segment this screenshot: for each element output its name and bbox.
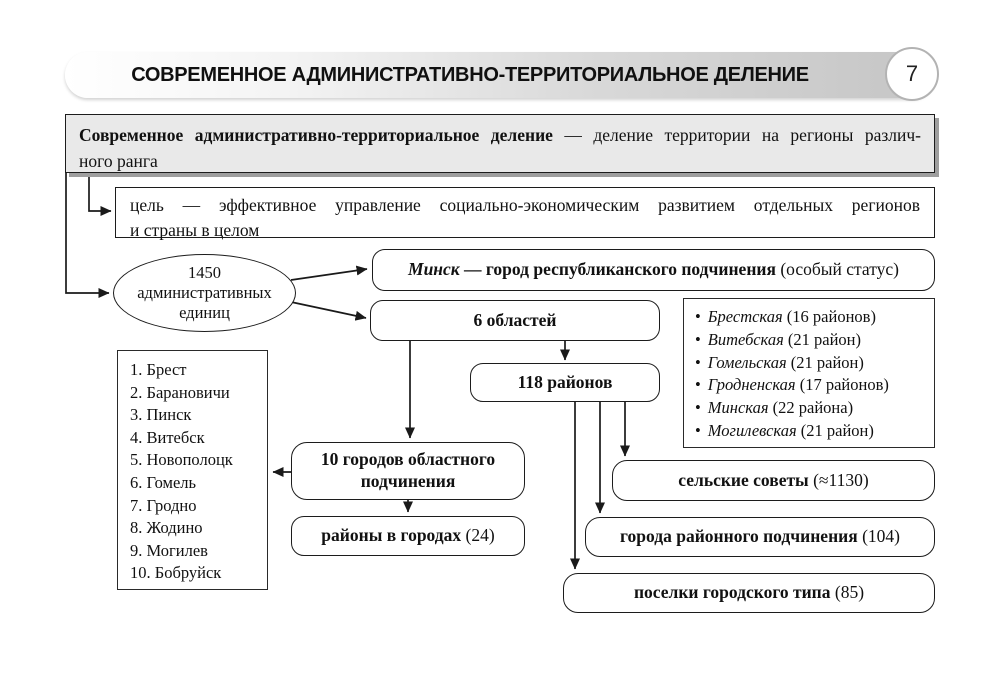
city-list-item: 2. Барановичи <box>130 382 230 402</box>
definition-line2: ного ранга <box>79 151 158 172</box>
settlements-label: поселки городского типа (85) <box>634 582 864 604</box>
oblast-name: Минская <box>707 398 769 418</box>
raions-box: 118 районов <box>470 363 660 402</box>
settlements-count: (85) <box>830 582 865 603</box>
units-word2: единиц <box>179 303 230 323</box>
oblast-list-item: Гомельская (21 район) <box>692 352 930 375</box>
minsk-bold-text: — город республиканского подчинения <box>459 259 781 280</box>
raions-label: 118 районов <box>517 371 613 392</box>
oblast-cities-label: 10 городов областного подчинения <box>320 449 496 491</box>
oblast-raion-count: (17 районов) <box>799 375 889 395</box>
connector-units-to-minsk <box>290 265 368 281</box>
connector-definition-to-units <box>65 173 110 298</box>
city-list-item: 4. Витебск <box>130 427 205 447</box>
oblasts-box: 6 областей <box>370 300 660 341</box>
oblast-list-item: Минская (22 района) <box>692 397 930 420</box>
oblast-list-item: Могилевская (21 район) <box>692 420 930 443</box>
city-list: 1. Брест 2. Барановичи 3. Пинск 4. Витеб… <box>117 350 268 590</box>
selsovets-count: (≈1130) <box>808 469 869 490</box>
raion-cities-box: города районного подчинения (104) <box>585 517 935 557</box>
oblast-cities-box: 10 городов областного подчинения <box>291 442 525 500</box>
city-list-item: 3. Пинск <box>130 405 192 425</box>
oblast-list-item: Брестская (16 районов) <box>692 306 930 329</box>
city-list-item: 6. Гомель <box>130 472 197 492</box>
definition-rest: — деление территории на регионы различ- <box>552 125 921 145</box>
definition-box: Современное административно-территориаль… <box>65 114 935 173</box>
city-raions-box: районы в городах (24) <box>291 516 525 556</box>
raion-cities-text: города районного подчинения <box>620 526 858 547</box>
oblast-raion-count: (21 район) <box>787 329 861 349</box>
city-list-item: 1. Брест <box>130 360 187 379</box>
connector-units-to-oblasts <box>290 301 367 321</box>
oblast-raion-count: (16 районов) <box>786 307 876 326</box>
raion-cities-count: (104) <box>857 526 900 547</box>
units-count: 1450 <box>188 262 221 282</box>
oblast-list-item: Витебская (21 район) <box>692 329 930 352</box>
selsovets-box: сельские советы (≈1130) <box>612 460 935 501</box>
definition-line1: Современное административно-территориаль… <box>79 122 921 148</box>
city-raions-text: районы в городах <box>321 525 462 546</box>
city-raions-label: районы в городах (24) <box>321 525 494 547</box>
settlements-text: поселки городского типа <box>633 582 831 603</box>
minsk-box: Минск — город республиканского подчинени… <box>372 249 935 291</box>
city-list-item: 10. Бобруйск <box>130 563 222 583</box>
city-list-item: 8. Жодино <box>130 518 203 538</box>
city-list-item: 9. Могилев <box>130 540 208 560</box>
page-number: 7 <box>905 61 919 86</box>
page-number-badge: 7 <box>885 47 939 101</box>
oblast-name: Гомельская <box>707 352 787 372</box>
minsk-note: (особый статус) <box>780 259 899 280</box>
oblast-raion-count: (21 район) <box>800 420 874 440</box>
settlements-box: поселки городского типа (85) <box>563 573 935 613</box>
units-word1: административных <box>137 282 272 302</box>
header-bar: СОВРЕМЕННОЕ АДМИНИСТРАТИВНО-ТЕРРИТОРИАЛЬ… <box>65 52 935 98</box>
minsk-name: Минск <box>408 259 460 280</box>
oblast-raion-count: (21 район) <box>790 352 864 372</box>
city-list-item: 7. Гродно <box>130 495 197 515</box>
connector-definition-to-goal <box>88 173 112 216</box>
oblast-raion-count: (22 района) <box>772 398 854 418</box>
selsovets-text: сельские советы <box>678 469 809 490</box>
oblast-name: Гродненская <box>707 375 796 395</box>
page-title: СОВРЕМЕННОЕ АДМИНИСТРАТИВНО-ТЕРРИТОРИАЛЬ… <box>131 63 809 86</box>
oblast-list: Брестская (16 районов) Витебская (21 рай… <box>683 298 935 448</box>
city-list-item: 5. Новополоцк <box>130 450 233 470</box>
oblast-list-item: Гродненская (17 районов) <box>692 374 930 397</box>
oblast-name: Витебская <box>707 329 784 349</box>
goal-box: цель — эффективное управление социально-… <box>115 187 935 240</box>
oblast-list-items: Брестская (16 районов) Витебская (21 рай… <box>692 306 930 443</box>
oblast-name: Брестская <box>707 307 783 326</box>
city-raions-count: (24) <box>461 525 495 546</box>
goal-line1: цель — эффективное управление социально-… <box>130 195 920 215</box>
definition-term: Современное административно-территориаль… <box>79 125 553 145</box>
selsovets-label: сельские советы (≈1130) <box>678 470 868 492</box>
minsk-label: Минск — город республиканского подчинени… <box>408 259 899 281</box>
goal-line2: и страны в целом <box>130 219 260 240</box>
oblast-name: Могилевская <box>707 420 797 440</box>
city-list-items: 1. Брест 2. Барановичи 3. Пинск 4. Витеб… <box>130 359 263 585</box>
raion-cities-label: города районного подчинения (104) <box>620 526 900 548</box>
oblasts-label: 6 областей <box>473 309 557 330</box>
units-ellipse: 1450 административных единиц <box>113 254 296 332</box>
